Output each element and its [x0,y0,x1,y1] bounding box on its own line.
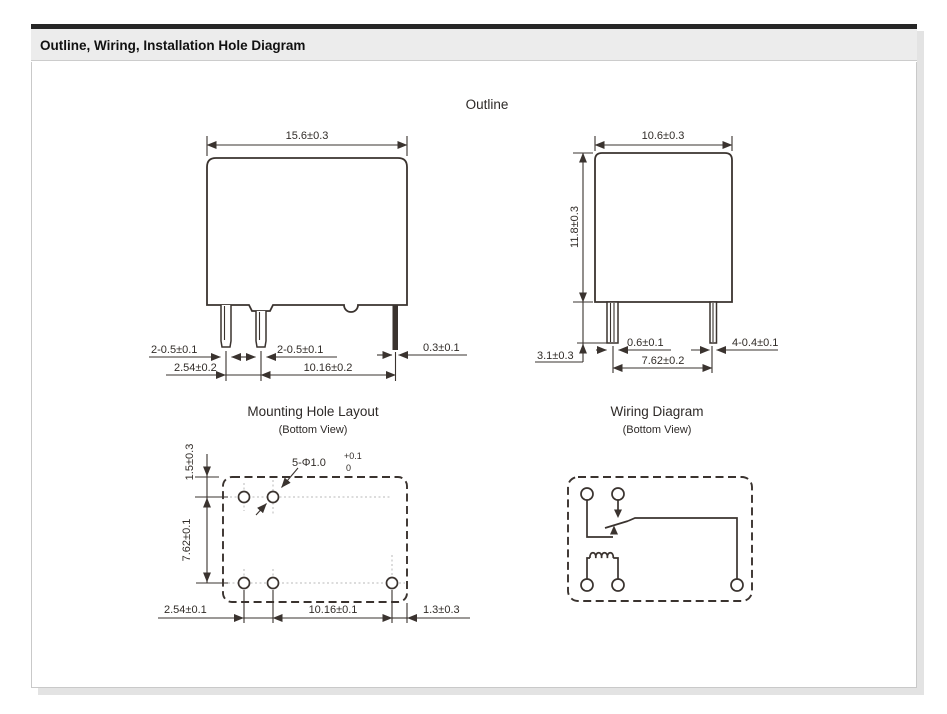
wiring-title: Wiring Diagram [610,404,703,419]
hole-leader-arrow [255,503,267,516]
side-pitch-dim: 7.62±0.2 [642,355,685,367]
mounting-hole-2 [266,490,280,504]
front-pitch-small-dim: 2.54±0.2 [174,362,217,374]
mounting-hole-5 [385,576,399,590]
common-wire [586,500,613,538]
wiring-diagram: Wiring Diagram (Bottom View) [567,404,753,602]
mounting-top-offset-dim: 1.5±0.3 [184,444,196,481]
mounting-outline-dashed [222,476,408,603]
wiring-pin-5 [730,578,744,592]
panel-top-bar [31,24,917,29]
hole-leader-arrow [281,467,299,488]
hole-tolerance-upper: +0.1 [344,451,362,461]
front-pitch-large-dim: 10.16±0.2 [304,362,353,374]
side-pin-group-dim: 4-0.4±0.1 [732,337,778,349]
armature-arrow-up [610,525,618,535]
wiring-pin-3 [580,578,594,592]
coil-symbol [589,551,615,559]
no-contact-wire [627,517,738,579]
wiring-outline-dashed [567,476,753,602]
mounting-row-pitch-dim: 7.62±0.1 [181,519,193,562]
front-pin-2 [255,311,267,348]
outline-title: Outline [466,97,509,112]
hole-diameter-label: 5-Φ1.0 [292,457,326,469]
mounting-title: Mounting Hole Layout [247,404,379,419]
side-pin-left [606,301,619,344]
section-header-title: Outline, Wiring, Installation Hole Diagr… [40,38,306,53]
front-pin-left-dim: 2-0.5±0.1 [151,344,197,356]
section-header: Outline, Wiring, Installation Hole Diagr… [31,29,917,61]
mounting-hole-4 [266,576,280,590]
side-pinlen-dim: 3.1±0.3 [537,350,574,362]
mounting-hole-3 [237,576,251,590]
mounting-hole-1 [237,490,251,504]
wiring-pin-1 [580,487,594,501]
front-width-dim: 15.6±0.3 [286,130,329,142]
relay-body-front [206,157,408,313]
side-pin-left-detail [609,303,615,342]
wiring-subtitle: (Bottom View) [623,424,692,436]
mounting-col-small-dim: 2.54±0.1 [164,604,207,616]
mounting-subtitle: (Bottom View) [279,424,348,436]
mounting-col-large-dim: 10.16±0.1 [309,604,358,616]
coil-wire-right [613,557,619,579]
wiring-pin-4 [611,578,625,592]
contact-arrow-down [614,509,622,518]
front-pin-right-dim: 0.3±0.1 [423,342,460,354]
front-pin-1 [220,305,232,348]
mounting-bottom-extension-lines [243,590,408,623]
side-view-drawing: 10.6±0.3 11.8±0.3 3.1±0.3 0.6±0.1 7.6 [535,130,778,373]
side-pin-thickness-dim: 0.6±0.1 [627,337,664,349]
wiring-pin-2 [611,487,625,501]
front-pin-3 [392,305,398,350]
coil-wire-left [586,557,590,579]
side-height-dim: 11.8±0.3 [569,206,581,248]
relay-body-side [594,152,733,303]
hole-centerlines [228,480,405,597]
side-width-dim: 10.6±0.3 [642,130,685,142]
front-pin-mid-dim: 2-0.5±0.1 [277,344,323,356]
front-view-drawing: 15.6±0.3 2-0.5±0.1 2-0.5±0.1 0.3±0.1 2.5… [149,130,467,381]
hole-tolerance-lower: 0 [346,463,351,473]
mounting-hole-layout: Mounting Hole Layout (Bottom View) 1.5±0… [158,404,470,623]
mounting-right-offset-dim: 1.3±0.3 [423,604,460,616]
switch-blade [604,520,629,529]
